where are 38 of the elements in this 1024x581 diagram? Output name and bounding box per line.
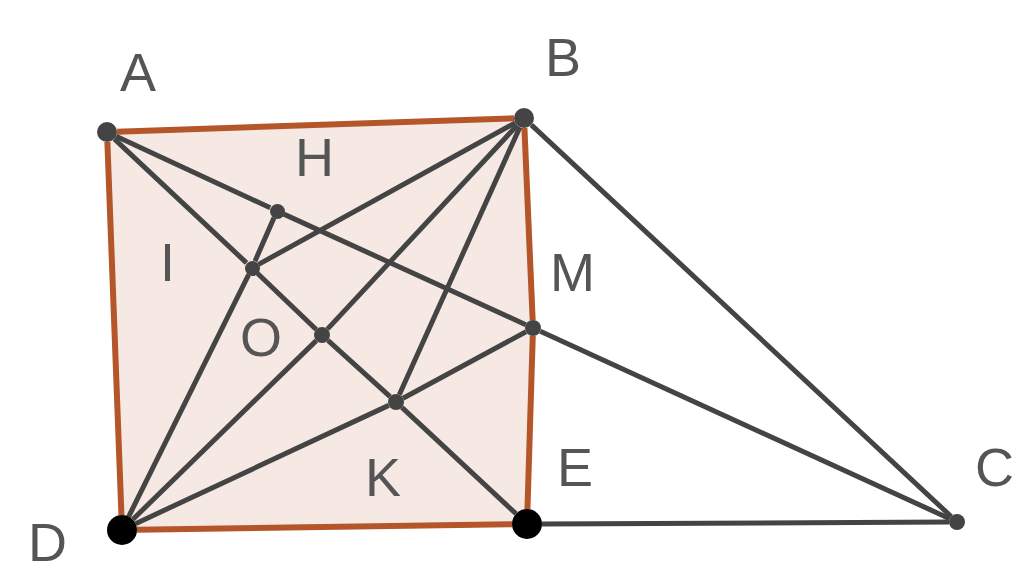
- line-segment: [136, 521, 513, 533]
- line-segment: [134, 403, 390, 526]
- point-label: A: [120, 45, 157, 99]
- line-segment: [104, 141, 125, 516]
- line-segment: [126, 273, 251, 518]
- line-segment: [397, 126, 523, 396]
- line-segment: [325, 123, 519, 331]
- line-segment: [521, 127, 536, 321]
- line-segment: [112, 137, 249, 265]
- line-segment: [116, 115, 515, 135]
- line-segment: [131, 338, 318, 522]
- line-segment: [255, 271, 318, 332]
- line-segment: [529, 123, 953, 519]
- line-segment: [542, 519, 949, 527]
- point-dot: [525, 320, 541, 336]
- point-dot: [512, 509, 542, 539]
- point-dot: [514, 108, 534, 128]
- point-dot: [97, 122, 117, 142]
- point-label: B: [545, 30, 582, 84]
- point-label: D: [28, 515, 67, 569]
- point-label: E: [557, 440, 594, 494]
- point-label: O: [240, 310, 282, 364]
- point-label: M: [550, 245, 595, 299]
- point-label: I: [160, 235, 175, 289]
- line-segment: [282, 211, 527, 327]
- point-label: H: [295, 130, 334, 184]
- point-dot: [107, 515, 137, 545]
- line-segment: [524, 335, 536, 510]
- point-dot: [949, 514, 965, 530]
- line-segment: [326, 338, 392, 399]
- line-segment: [401, 329, 528, 401]
- line-segment: [257, 120, 517, 267]
- line-segment: [252, 216, 277, 263]
- point-label: K: [365, 450, 402, 504]
- line-segment: [400, 405, 518, 516]
- line-segment: [115, 133, 272, 211]
- point-label: C: [975, 440, 1014, 494]
- line-segment: [539, 329, 951, 521]
